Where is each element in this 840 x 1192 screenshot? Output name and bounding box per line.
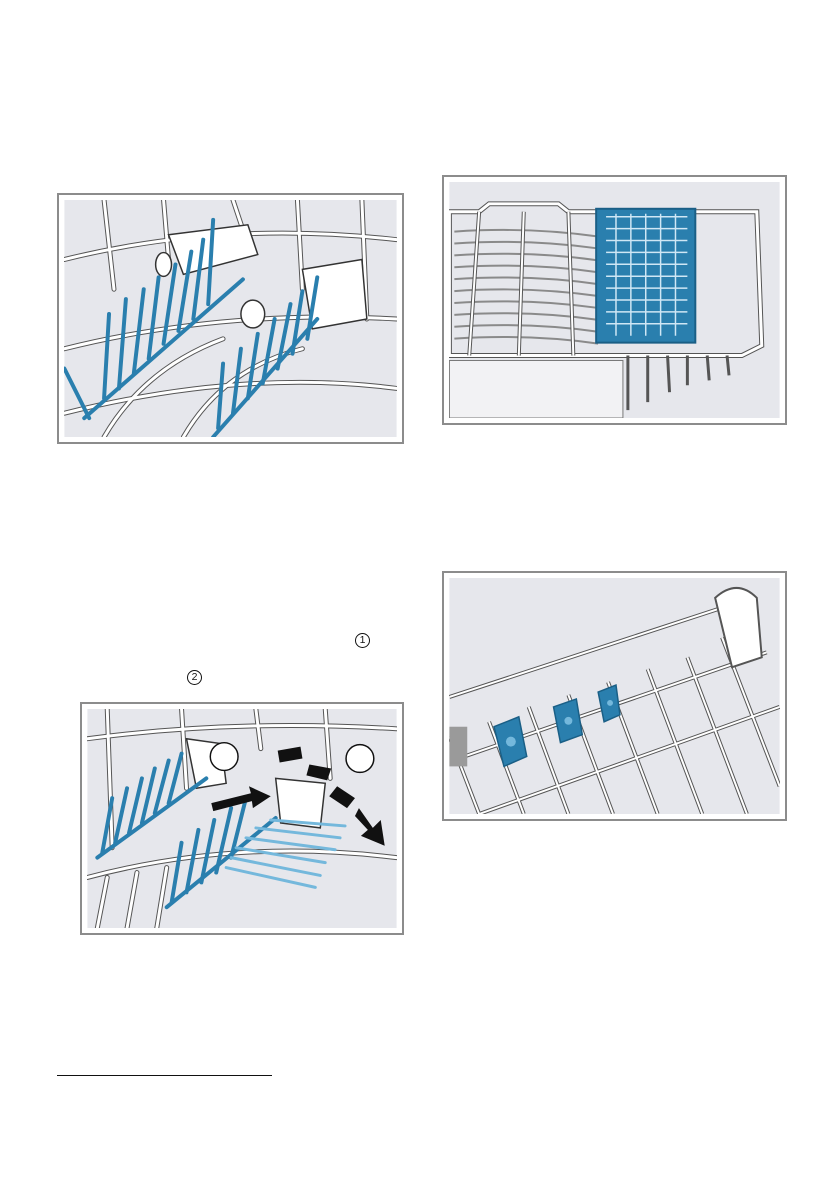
rack-clips-illustration [449, 578, 780, 814]
figure-cutlery-basket [442, 175, 787, 425]
figure-rack-clips [442, 571, 787, 821]
callout-marker-2: 2 [187, 670, 202, 685]
figure-folding-tines [57, 193, 404, 444]
tines-illustration [64, 200, 397, 437]
footnote-divider [57, 1075, 272, 1076]
cutlery-basket-illustration [449, 182, 780, 418]
callout-marker-1: 1 [355, 633, 370, 648]
folding-steps-illustration [87, 709, 397, 928]
figure-folding-steps [80, 702, 404, 935]
